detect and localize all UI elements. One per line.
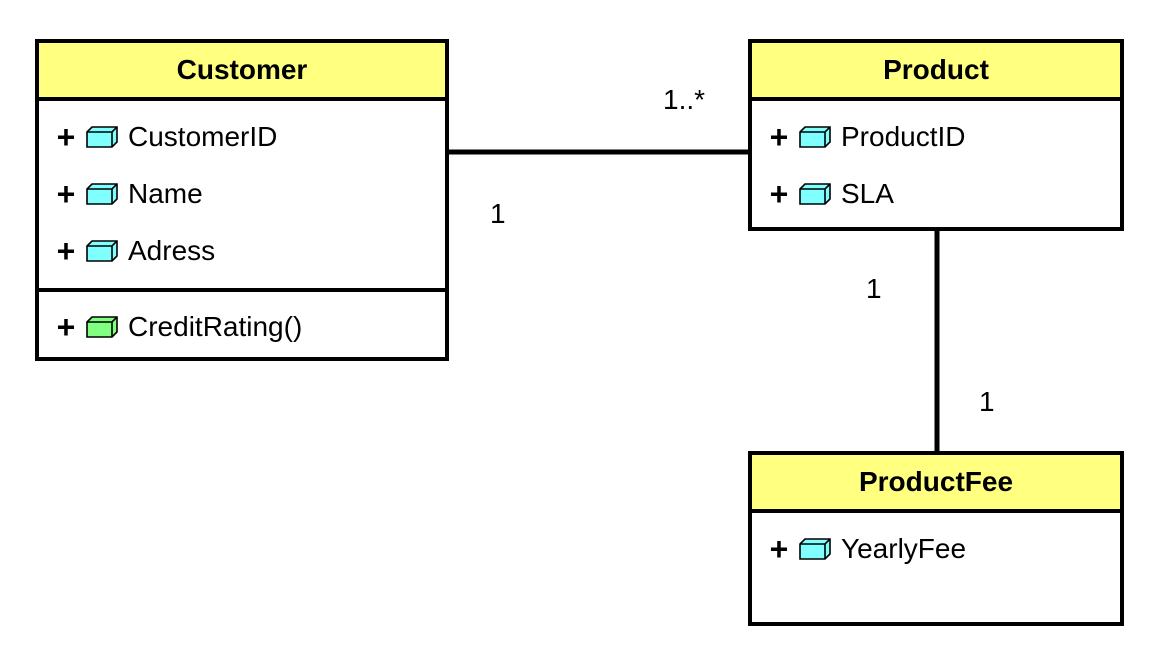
attribute-icon xyxy=(799,125,831,148)
attribute-name: SLA xyxy=(841,177,894,209)
operation-name: CreditRating() xyxy=(128,310,303,342)
visibility-public: + xyxy=(769,118,789,155)
attribute-icon xyxy=(86,239,118,262)
operation-section: + CreditRating() xyxy=(39,288,445,355)
attribute-section: + ProductID + SLA xyxy=(752,101,1120,222)
attribute-icon xyxy=(86,125,118,148)
visibility-public: + xyxy=(56,118,76,155)
attribute-name: CustomerID xyxy=(128,120,278,152)
attribute-icon xyxy=(799,182,831,205)
operation-row[interactable]: + CreditRating() xyxy=(39,298,445,355)
class-product[interactable]: Product + ProductID + SLA xyxy=(748,39,1124,231)
multiplicity-customer-end: 1 xyxy=(490,198,506,229)
attribute-name: YearlyFee xyxy=(841,532,967,564)
attribute-name: ProductID xyxy=(841,120,966,152)
attribute-icon xyxy=(799,537,831,560)
multiplicity-product-end: 1 xyxy=(866,273,882,304)
attribute-row[interactable]: + Adress xyxy=(39,222,445,279)
attribute-name: Adress xyxy=(128,234,216,266)
visibility-public: + xyxy=(769,175,789,212)
multiplicity-productfee-end: 1 xyxy=(979,386,995,417)
attribute-section: + YearlyFee xyxy=(752,513,1120,577)
attribute-row[interactable]: + SLA xyxy=(752,165,1120,222)
visibility-public: + xyxy=(56,175,76,212)
multiplicity-product-end: 1..* xyxy=(663,84,706,115)
class-name: ProductFee xyxy=(752,455,1120,513)
attribute-name: Name xyxy=(128,177,203,209)
visibility-public: + xyxy=(56,308,76,345)
class-productfee[interactable]: ProductFee + YearlyFee xyxy=(748,451,1124,626)
class-customer[interactable]: Customer + CustomerID + Name + xyxy=(35,39,449,361)
operation-icon xyxy=(86,315,118,338)
attribute-row[interactable]: + ProductID xyxy=(752,108,1120,165)
attribute-section: + CustomerID + Name + Adress xyxy=(39,101,445,288)
attribute-row[interactable]: + Name xyxy=(39,165,445,222)
visibility-public: + xyxy=(56,232,76,269)
attribute-icon xyxy=(86,182,118,205)
class-name: Product xyxy=(752,43,1120,101)
visibility-public: + xyxy=(769,530,789,567)
class-name: Customer xyxy=(39,43,445,101)
attribute-row[interactable]: + CustomerID xyxy=(39,108,445,165)
attribute-row[interactable]: + YearlyFee xyxy=(752,520,1120,577)
